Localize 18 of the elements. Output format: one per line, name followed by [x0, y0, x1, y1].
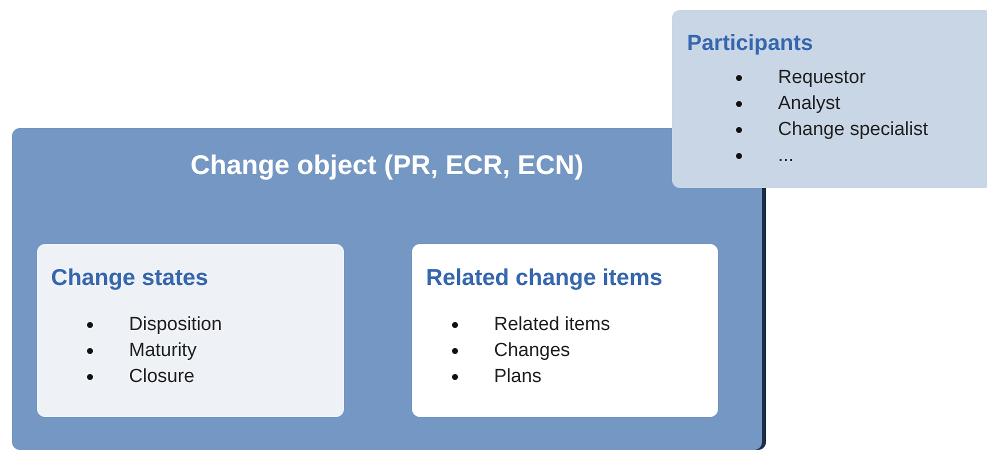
heading: Change object (PR, ECR, ECN) [189, 150, 585, 181]
info-card [672, 10, 987, 188]
container-panel [12, 128, 762, 450]
bullet-item: Plans [452, 364, 610, 390]
bullet-item: Change specialist [736, 117, 928, 143]
inner-card [412, 244, 718, 417]
heading: Related change items [426, 264, 662, 291]
bullet-item: ... [736, 143, 928, 169]
heading: Change states [51, 264, 208, 291]
bullet-item: Maturity [87, 338, 222, 364]
inner-card [37, 244, 344, 417]
bullet-item: Related items [452, 312, 610, 338]
bullet-item: Changes [452, 338, 610, 364]
bullet-item: Analyst [736, 91, 928, 117]
bullet-item: Requestor [736, 65, 928, 91]
bullet-item: Disposition [87, 312, 222, 338]
bullet-item: Closure [87, 364, 222, 390]
heading: Participants [687, 30, 813, 56]
